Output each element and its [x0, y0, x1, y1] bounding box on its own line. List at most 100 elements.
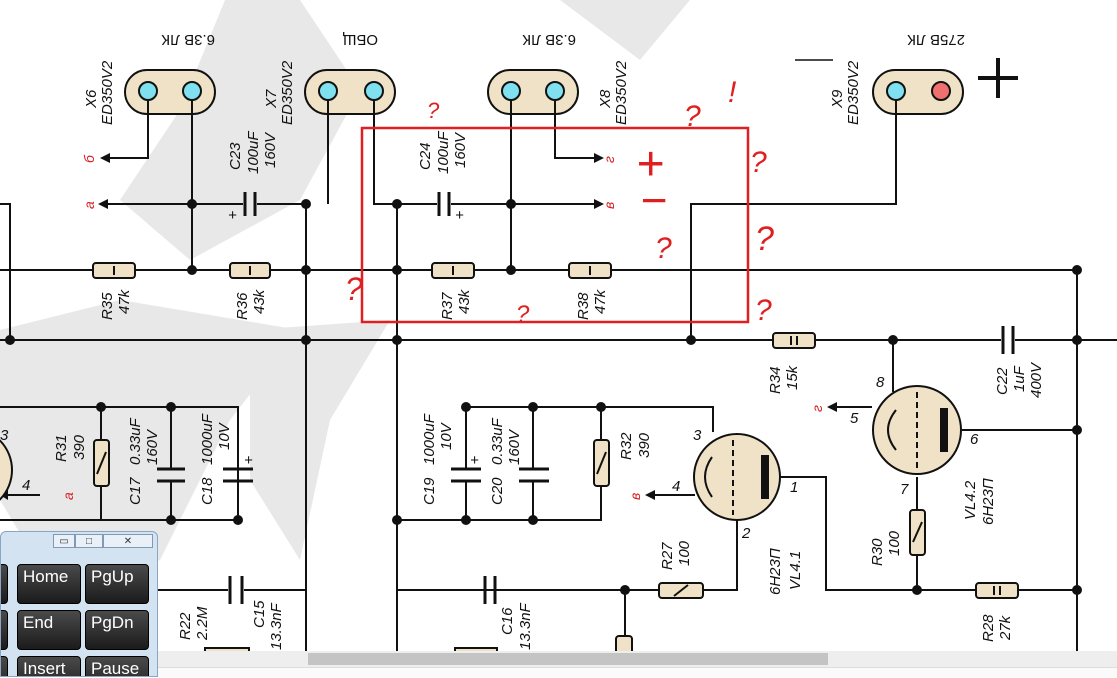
capacitor-c15: C15 13.3nF	[228, 576, 285, 650]
red-annotations: + − ? ? ? ? ? ? ? ? !	[345, 76, 774, 328]
resistor-r34: R34 15k	[767, 332, 816, 394]
c17-ref: C17	[127, 477, 144, 505]
r30-ref: R30	[869, 538, 886, 566]
r35-ref: R35	[99, 292, 116, 320]
key-insert-label: Insert	[23, 659, 66, 677]
net-a-rail: а	[81, 201, 97, 209]
net-v-vl41: в	[627, 493, 643, 500]
connector-x6-type: ED350V2	[99, 60, 116, 125]
r31-ref: R31	[53, 434, 70, 462]
r38-ref: R38	[575, 292, 592, 320]
c19-ref: C19	[421, 477, 438, 505]
key-end-label: End	[23, 613, 54, 632]
connector-x7-label: ОБЩ	[342, 31, 378, 48]
tube-partial-left: 3 4	[0, 427, 30, 501]
capacitor-c23: + C23 100uF 160V	[227, 131, 279, 224]
connector-x9-id: X9	[829, 89, 846, 109]
c19-plus: +	[470, 452, 479, 469]
minimize-button[interactable]: ▭	[53, 534, 75, 548]
scrollbar-thumb[interactable]	[308, 653, 828, 665]
keyboard-titlebar: ▭ □ ✕	[1, 532, 157, 552]
resistor-r27: R27 100	[658, 540, 704, 599]
c22-ref: C22	[994, 367, 1011, 395]
r36-value: 43k	[251, 288, 268, 314]
c17-voltage: 160V	[144, 428, 161, 465]
vl41-pin1: 1	[790, 479, 798, 496]
vl41-pin3: 3	[693, 427, 702, 444]
left-tube-pin3: 3	[0, 427, 9, 444]
resistor-r30: R30 100	[869, 509, 926, 566]
red-annotation-box	[360, 126, 750, 324]
r34-value: 15k	[784, 364, 801, 390]
r31-value: 390	[71, 434, 88, 460]
horizontal-scrollbar[interactable]	[158, 651, 1117, 667]
close-button[interactable]: ✕	[103, 534, 153, 548]
c23-plus: +	[228, 207, 237, 224]
c20-value: 0.33uF	[489, 417, 506, 465]
capacitor-c18: + C18 1000uF 10V	[199, 413, 253, 505]
r38-value: 47k	[592, 288, 609, 314]
restore-button[interactable]: □	[75, 534, 103, 548]
r30-value: 100	[886, 530, 903, 556]
key-pgup-label: PgUp	[91, 567, 134, 586]
resistor-r32: R32 390	[593, 432, 653, 487]
junction-dots	[5, 199, 1082, 595]
vl41-name: VL4.1	[787, 551, 804, 590]
annotation-minus: −	[640, 174, 667, 226]
capacitor-c17: C17 0.33uF 160V	[127, 417, 185, 505]
window-bottom-edge	[158, 667, 1117, 678]
connector-x8: X8 ED350V2 6.3В ЛК	[487, 31, 630, 125]
key-pause[interactable]: Pause	[85, 656, 149, 676]
r28-value: 27k	[997, 614, 1014, 641]
connector-x8-id: X8	[597, 89, 614, 109]
vl42-pin6: 6	[970, 431, 979, 448]
net-b-x6: б	[81, 154, 97, 163]
annotation-q4: ?	[755, 220, 774, 258]
connector-x9-label: 275В ЛК	[907, 31, 965, 48]
r32-value: 390	[636, 432, 653, 458]
vl42-pin5: 5	[850, 410, 859, 427]
c24-ref: C24	[417, 142, 434, 170]
c18-voltage: 10V	[216, 421, 233, 450]
annotation-q6: ?	[345, 271, 363, 307]
connector-x7: X7 ED350V2 ОБЩ	[263, 31, 396, 125]
c15-value: 13.3nF	[268, 602, 285, 650]
c18-plus: +	[244, 452, 253, 469]
net-g-vl42: г	[809, 405, 825, 412]
c19-voltage: 10V	[438, 421, 455, 450]
connector-x8-label: 6.3В ЛК	[522, 31, 576, 48]
key-pgup[interactable]: PgUp	[85, 564, 149, 604]
annotation-q2: ?	[684, 100, 701, 133]
connector-x9-type: ED350V2	[845, 60, 862, 125]
vl42-name: VL4.2	[962, 480, 979, 520]
connector-x6-id: X6	[83, 89, 100, 109]
r37-ref: R37	[439, 292, 456, 320]
key-end[interactable]: End	[17, 610, 81, 650]
key-home[interactable]: Home	[17, 564, 81, 604]
background-watermark	[0, 0, 690, 600]
c16-value: 13.3nF	[517, 602, 534, 650]
key-insert[interactable]: Insert	[17, 656, 81, 677]
vl41-type: 6Н23П	[767, 548, 784, 595]
on-screen-keyboard: ▭ □ ✕ Home PgUp End PgDn Insert Pause	[0, 531, 158, 677]
r34-ref: R34	[767, 366, 784, 394]
r35-value: 47k	[116, 288, 133, 314]
key-partial-3[interactable]	[1, 656, 8, 676]
close-icon: ✕	[123, 536, 133, 547]
key-partial-1[interactable]	[1, 564, 8, 604]
minimize-icon: ▭	[59, 536, 69, 547]
key-pgdn[interactable]: PgDn	[85, 610, 149, 650]
c24-voltage: 160V	[452, 131, 469, 168]
annotation-plus: +	[636, 138, 664, 191]
annotation-q7: ?	[516, 301, 530, 328]
vl41-pin2: 2	[741, 525, 751, 542]
c23-voltage: 160V	[262, 131, 279, 168]
key-partial-2[interactable]	[1, 610, 8, 650]
restore-icon: □	[85, 536, 93, 547]
arrowheads	[0, 153, 837, 500]
resistor-r37: R37 43k	[431, 262, 475, 320]
net-labels: б а г в в г а	[60, 154, 825, 500]
c18-ref: C18	[199, 477, 216, 505]
c24-value: 100uF	[435, 131, 452, 174]
resistor-r35: R35 47k	[92, 262, 136, 320]
